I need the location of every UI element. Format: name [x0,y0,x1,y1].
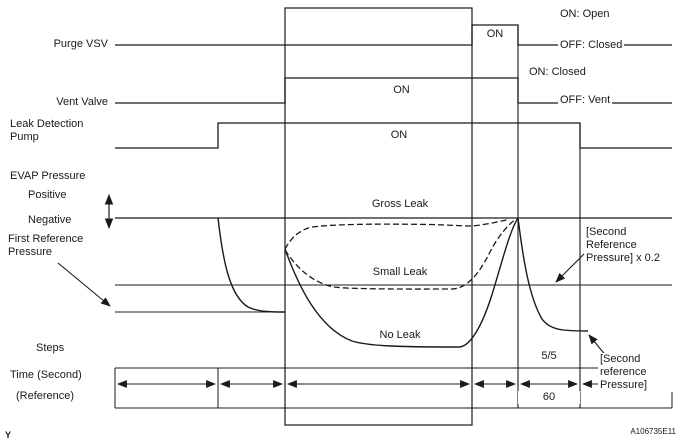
vent-off-legend: OFF: Vent [558,94,613,107]
vent-valve-label: Vent Valve [56,96,108,108]
pressure-curve-first-measurement [217,217,286,313]
purge-on-state-label: ON [486,28,504,40]
pump-on-state-label: ON [390,129,408,141]
purge-vsv-trace [115,24,672,46]
figure-id: A106735E11 [630,427,676,436]
purge-off-legend: OFF: Closed [558,39,625,52]
positive-label: Positive [28,189,67,201]
gross-leak-label: Gross Leak [371,198,429,210]
second-ref-x02-arrow [555,253,585,283]
vent-on-legend: ON: Closed [527,66,588,79]
pressure-curve-gross-leak [284,218,510,250]
measurement-window-box [284,7,473,426]
evap-pressure-label: EVAP Pressure [10,170,86,182]
first-ref-pressure-label: First Reference Pressure [8,233,84,258]
time-value: 60 [518,391,580,404]
purge-vsv-label: Purge VSV [53,38,108,50]
second-ref-x02-label: [Second Reference Pressure] x 0.2 [586,226,660,264]
no-leak-label: No Leak [379,329,421,341]
time-label: Time (Second) [10,369,82,381]
corner-mark: Y [5,430,12,440]
reference-label: (Reference) [16,390,75,402]
pump-label: Leak Detection Pump [10,118,84,143]
small-leak-label: Small Leak [372,266,428,278]
pressure-curve-second-measurement [517,217,589,332]
vent-valve-trace [115,77,672,104]
pressure-curve-small-leak [284,219,515,290]
vent-on-state-label: ON [393,84,410,96]
pressure-curve-no-leak [284,217,519,348]
pump-trace [115,122,672,149]
second-ref-label: [Second reference Pressure] [598,353,674,392]
purge-on-legend: ON: Open [558,8,612,21]
negative-label: Negative [28,214,72,226]
first-ref-arrow [57,262,111,307]
steps-label: Steps [36,342,65,354]
steps-value: 5/5 [541,350,557,362]
